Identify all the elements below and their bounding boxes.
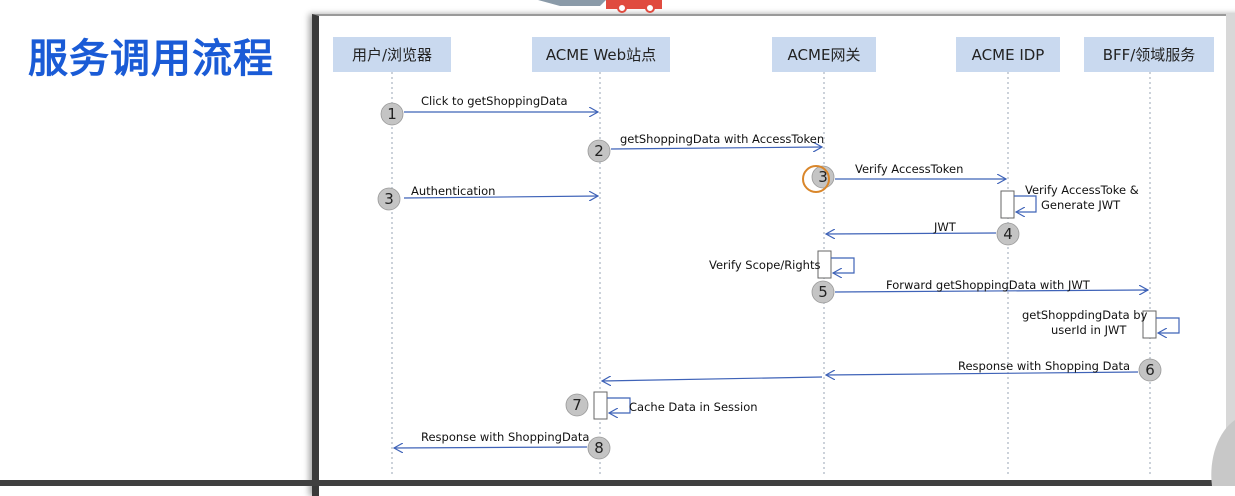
- lane-label-user: 用户/浏览器: [352, 46, 432, 64]
- lane-label-bff: BFF/领域服务: [1103, 46, 1196, 64]
- decor-layer: [538, 0, 1235, 486]
- bottom-bar: [0, 480, 1235, 486]
- activation-web: [593, 391, 608, 420]
- activation-gw: [817, 250, 832, 279]
- step-circle-7: [565, 393, 589, 417]
- msg-label-3b: Authentication: [411, 184, 495, 198]
- selfloop-bff: [1156, 317, 1180, 333]
- msg-label-3: Verify AccessToken: [855, 162, 963, 176]
- arrow-3b: [403, 196, 598, 198]
- step-circle-3b: [377, 187, 401, 211]
- message-arrows: [394, 112, 1148, 448]
- step-number-2: 2: [594, 142, 604, 160]
- arrow-4: [826, 233, 997, 234]
- activation-bff: [1142, 310, 1157, 339]
- msg-label-bff-line2: userId in JWT: [1051, 323, 1127, 337]
- step-markers: 1 2 3 3 4 5 6 7 8: [377, 102, 1162, 460]
- lane-box-gw: [772, 37, 876, 72]
- step-circle-5: [811, 280, 835, 304]
- msg-label-6: Response with Shopping Data: [958, 359, 1130, 373]
- msg-label-4: JWT: [933, 220, 957, 234]
- step-circle-6: [1138, 358, 1162, 382]
- step-number-6: 6: [1145, 361, 1155, 379]
- msg-label-8: Response with ShoppingData: [421, 430, 589, 444]
- lane-box-idp: [956, 37, 1060, 72]
- right-strip: [1226, 14, 1235, 486]
- step-number-7: 7: [572, 396, 582, 414]
- step-circle-4: [996, 222, 1020, 246]
- step-number-3: 3: [818, 168, 828, 186]
- step-circle-2: [587, 139, 611, 163]
- message-labels: Click to getShoppingData getShoppingData…: [411, 94, 1148, 444]
- msg-label-5: Forward getShoppingData with JWT: [886, 278, 1091, 292]
- activations: [593, 190, 1180, 420]
- msg-label-bff-line1: getShoppdingData by: [1022, 308, 1148, 322]
- step-circle-8: [587, 436, 611, 460]
- arrow-5: [834, 290, 1148, 292]
- lane-label-idp: ACME IDP: [972, 46, 1045, 64]
- sequence-diagram: 用户/浏览器 ACME Web站点 ACME网关 ACME IDP BFF/领域…: [333, 37, 1214, 475]
- msg-label-1: Click to getShoppingData: [421, 94, 568, 108]
- step-number-4: 4: [1003, 225, 1013, 243]
- step-number-8: 8: [594, 439, 604, 457]
- lane-label-gw: ACME网关: [788, 46, 861, 64]
- arrow-2: [610, 147, 822, 149]
- lane-box-user: [333, 37, 451, 72]
- selfloop-web: [607, 397, 631, 413]
- msg-label-7: Cache Data in Session: [629, 400, 758, 414]
- activation-idp: [1000, 190, 1015, 219]
- selfloop-idp: [1014, 195, 1037, 212]
- selfloop-gw: [831, 257, 855, 273]
- msg-label-idp-line2: Generate JWT: [1041, 198, 1121, 212]
- cart-icon: [538, 0, 662, 13]
- step-number-5: 5: [818, 283, 828, 301]
- highlight-ring: [802, 165, 830, 193]
- slide-title: 服务调用流程: [28, 36, 274, 82]
- corner-decoration: [1211, 420, 1235, 486]
- step-number-1: 1: [387, 105, 397, 123]
- diagram-frame: [312, 14, 1235, 496]
- msg-label-2: getShoppingData with AccessToken: [620, 132, 824, 146]
- arrow-6a: [826, 372, 1139, 375]
- msg-label-idp-line1: Verify AccessToke &: [1025, 183, 1139, 197]
- step-circle-1: [380, 102, 404, 126]
- arrow-8: [394, 447, 588, 448]
- lane-headers: 用户/浏览器 ACME Web站点 ACME网关 ACME IDP BFF/领域…: [333, 37, 1214, 72]
- arrow-6b: [602, 377, 823, 381]
- step-number-3b: 3: [384, 190, 394, 208]
- lane-box-web: [532, 37, 670, 72]
- lane-box-bff: [1084, 37, 1214, 72]
- lane-label-web: ACME Web站点: [546, 46, 656, 64]
- msg-label-gw-self: Verify Scope/Rights: [709, 258, 820, 272]
